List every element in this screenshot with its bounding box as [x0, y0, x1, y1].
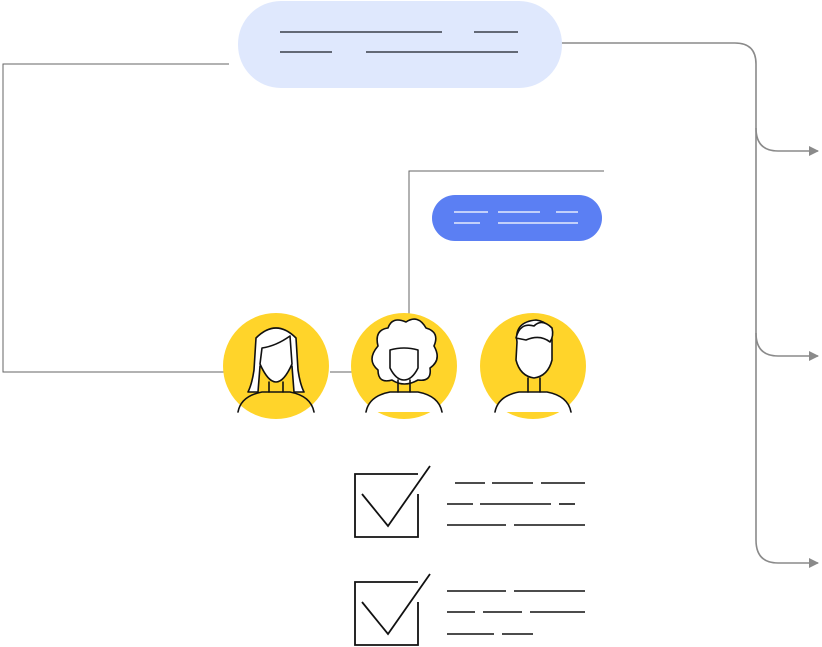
right-branch-connector [557, 42, 819, 568]
checklist-placeholder-text [447, 590, 585, 635]
checklist-placeholder-text [447, 482, 585, 526]
checked-box-icon [354, 573, 431, 646]
checklist-item [354, 465, 585, 538]
man-short-hair-avatar-icon [480, 313, 586, 419]
left-connector [2, 63, 229, 373]
checklist-item [354, 573, 585, 646]
woman-long-hair-avatar-icon [223, 313, 329, 419]
checked-box-icon [354, 465, 431, 538]
woman-curly-hair-avatar-icon [351, 313, 457, 419]
top-bubble-placeholder-text [280, 31, 518, 53]
inner-bubble-placeholder-text [454, 211, 578, 224]
top-message-bubble [238, 1, 562, 88]
inner-connector [408, 170, 604, 318]
inner-message-bubble [432, 195, 602, 241]
